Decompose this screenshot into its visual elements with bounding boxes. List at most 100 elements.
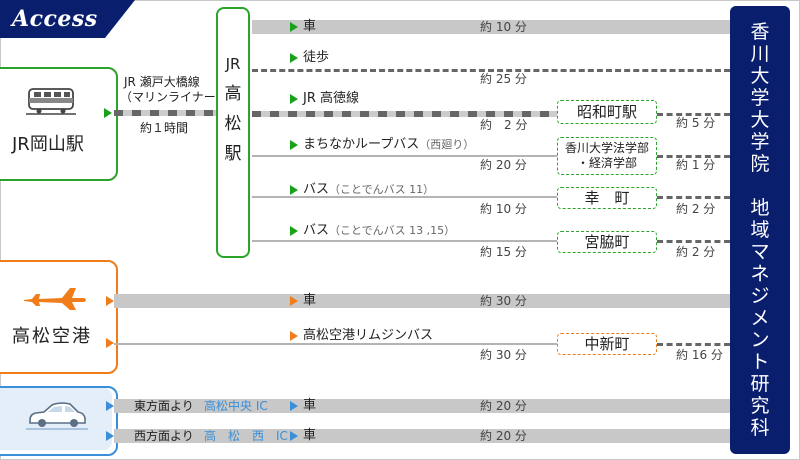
route-mode: 車 bbox=[303, 428, 317, 443]
jr-takamatsu-station: JR 高 松 駅 bbox=[216, 7, 250, 258]
route-time: 約 20 分 bbox=[480, 429, 527, 443]
walk-line bbox=[657, 240, 730, 243]
dest-char: 大 bbox=[750, 109, 770, 131]
route-mode: 車 bbox=[303, 19, 317, 34]
route-mode: JR 高徳線 bbox=[303, 91, 359, 106]
car-from: 西方面より bbox=[134, 429, 194, 443]
dest-char: メ bbox=[750, 307, 770, 329]
degree-mark bbox=[118, 2, 127, 11]
bus-line bbox=[252, 196, 557, 198]
dest-char: 大 bbox=[750, 65, 770, 87]
route-mode-group: まちなかループバス（西廻り） bbox=[303, 137, 474, 153]
route-arrow-icon bbox=[290, 94, 298, 104]
stop-kagawa-univ: 香川大学法学部 ・経済学部 bbox=[557, 137, 657, 175]
route-arrow-icon bbox=[290, 22, 298, 32]
train-icon bbox=[26, 88, 76, 115]
stop-showacho: 昭和町駅 bbox=[557, 100, 657, 124]
car-from: 東方面より bbox=[134, 399, 194, 413]
destination-panel: 香 川 大 学 大 学 院 地 域 マ ネ ジ メ ン ト 研 究 科 bbox=[730, 6, 790, 454]
walk-time: 約 16 分 bbox=[676, 348, 723, 362]
route-band bbox=[114, 399, 730, 413]
line-label-sub: （マリンライナー） bbox=[120, 90, 228, 104]
walk-time: 約 1 分 bbox=[676, 158, 716, 172]
walk-time: 約 5 分 bbox=[676, 116, 716, 130]
route-time: 約 15 分 bbox=[480, 245, 527, 259]
route-mode-group: バス（ことでんバス 13 ,15） bbox=[303, 223, 455, 239]
ic-name: 高 松 西 IC bbox=[204, 429, 288, 443]
route-time: 約 10 分 bbox=[480, 202, 527, 216]
route-mode-group: バス（ことでんバス 11） bbox=[303, 182, 434, 198]
route-arrow-icon bbox=[290, 296, 298, 306]
route-note: （ことでんバス 11） bbox=[329, 183, 435, 196]
route-mode: 車 bbox=[303, 293, 317, 308]
route-time: 約 10 分 bbox=[480, 20, 527, 34]
dest-char: 研 bbox=[750, 373, 770, 395]
stop-name-line-1: 香川大学法学部 bbox=[564, 141, 649, 155]
walk-time: 約 2 分 bbox=[676, 202, 716, 216]
rail-line bbox=[252, 111, 557, 117]
walk-line bbox=[657, 343, 730, 346]
bus-line bbox=[252, 240, 557, 242]
route-mode: 徒歩 bbox=[303, 50, 330, 65]
route-time: 約 25 分 bbox=[480, 72, 527, 86]
route-note: （西廻り） bbox=[419, 138, 475, 151]
arrow-icon bbox=[106, 431, 114, 441]
origin-airport bbox=[0, 260, 118, 374]
station-char: 高 bbox=[224, 84, 242, 104]
stop-nakashinmachi: 中新町 bbox=[557, 333, 657, 355]
bus-line bbox=[114, 343, 557, 345]
dest-char: 究 bbox=[750, 395, 770, 417]
station-char: 駅 bbox=[224, 144, 242, 164]
route-note: （ことでんバス 13 ,15） bbox=[329, 224, 456, 237]
route-mode: バス bbox=[303, 223, 330, 238]
dest-char: 学 bbox=[750, 131, 770, 153]
walk-line bbox=[252, 69, 730, 72]
airplane-icon bbox=[24, 288, 86, 310]
route-arrow-icon bbox=[290, 226, 298, 236]
route-mode: バス bbox=[303, 182, 330, 197]
route-time: 約 20 分 bbox=[480, 399, 527, 413]
walk-line bbox=[657, 196, 730, 199]
dest-char: 川 bbox=[750, 43, 770, 65]
route-arrow-icon bbox=[290, 331, 298, 341]
station-char: JR bbox=[225, 55, 241, 73]
route-mode: 高松空港リムジンバス bbox=[303, 328, 434, 343]
dest-char: ジ bbox=[750, 285, 770, 307]
route-band bbox=[252, 20, 730, 34]
walk-line bbox=[657, 113, 730, 116]
okayama-duration: 約１時間 bbox=[140, 121, 189, 135]
route-arrow-icon bbox=[290, 431, 298, 441]
route-arrow-icon bbox=[290, 140, 298, 150]
bus-line bbox=[252, 155, 557, 157]
dest-char: マ bbox=[750, 241, 770, 263]
arrow-icon bbox=[106, 338, 114, 348]
car-icon bbox=[26, 402, 88, 430]
dest-char: 科 bbox=[750, 417, 770, 439]
origin-airport-name: 高松空港 bbox=[12, 326, 92, 347]
route-band bbox=[114, 429, 730, 443]
arrow-icon bbox=[104, 108, 112, 118]
route-band bbox=[114, 294, 730, 308]
stop-miyawakicho: 宮脇町 bbox=[557, 231, 657, 253]
ic-name: 高松中央 IC bbox=[204, 399, 268, 413]
walk-line bbox=[657, 155, 730, 158]
route-arrow-icon bbox=[290, 185, 298, 195]
dest-char: 香 bbox=[750, 21, 770, 43]
dest-char: 地 bbox=[750, 197, 770, 219]
dest-char: 域 bbox=[750, 219, 770, 241]
arrow-icon bbox=[106, 401, 114, 411]
arrow-icon bbox=[106, 296, 114, 306]
page-title: Access bbox=[12, 6, 98, 32]
origin-okayama-name: JR岡山駅 bbox=[12, 134, 84, 155]
route-arrow-icon bbox=[290, 401, 298, 411]
stop-name-line-2: ・経済学部 bbox=[576, 156, 637, 170]
dest-char: ン bbox=[750, 329, 770, 351]
route-mode: まちなかループバス bbox=[303, 137, 420, 152]
route-time: 約 30 分 bbox=[480, 294, 527, 308]
dest-char: 学 bbox=[750, 87, 770, 109]
dest-char bbox=[750, 175, 769, 197]
route-time: 約 30 分 bbox=[480, 348, 527, 362]
station-char: 松 bbox=[224, 114, 242, 134]
stop-saiwaicho: 幸 町 bbox=[557, 187, 657, 209]
route-time: 約 2 分 bbox=[480, 118, 528, 132]
